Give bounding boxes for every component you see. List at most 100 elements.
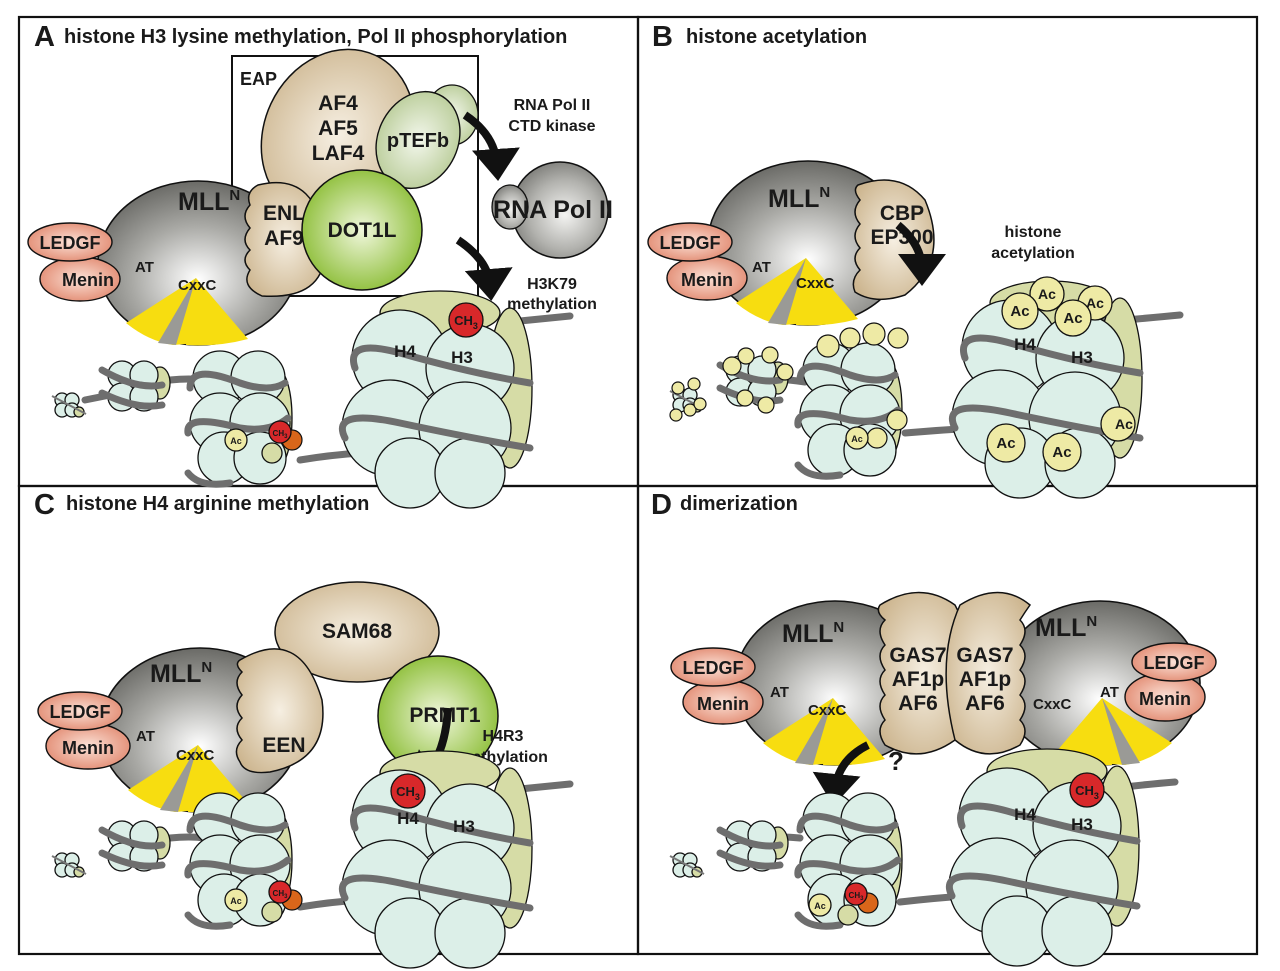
- panel-a: A histone H3 lysine methylation, Pol II …: [27, 21, 613, 508]
- cbp-label: CBP: [880, 202, 924, 225]
- ac-mark-label: Ac: [230, 436, 242, 446]
- acetylation-annotation-line1: histone: [1005, 224, 1062, 241]
- h3k79-annotation-line2: methylation: [507, 296, 597, 313]
- panel-d-title: dimerization: [680, 493, 798, 515]
- dot1l-protein: [301, 169, 423, 291]
- panel-d: D dimerization GAS7 AF1p AF6 GAS7 AF1p A…: [651, 489, 1217, 966]
- mll-label: MLLN: [178, 187, 240, 216]
- question-mark: ?: [888, 746, 904, 776]
- ch3-mark-small-c: CH3: [273, 889, 289, 900]
- panel-b: B histone acetylation CBP EP300 MLLN AT …: [647, 21, 1184, 498]
- af6-label-right: AF6: [965, 692, 1005, 715]
- eap-label: EAP: [240, 69, 277, 89]
- enl-label: ENL: [263, 202, 305, 225]
- ledgf-protein-c: [37, 691, 123, 731]
- dimerization-arrow: [812, 741, 870, 806]
- panel-d-letter: D: [651, 489, 672, 521]
- cxxc-domain-label-c: CxxC: [176, 747, 215, 764]
- chromatin-fiber: Ac CH3 CH3 H4 H3: [51, 291, 574, 508]
- dot1l-label: DOT1L: [328, 219, 397, 242]
- ac-mark-small-c: Ac: [230, 896, 242, 906]
- gas7-protein-right: [945, 591, 1032, 755]
- gas7-label-right: GAS7: [956, 644, 1013, 667]
- ctd-kinase-arrow: [462, 111, 520, 181]
- ledgf-protein-d-right: [1131, 642, 1217, 682]
- h3-label: H3: [451, 348, 473, 367]
- h4-label-c: H4: [397, 809, 419, 828]
- ctd-kinase-annotation-line2: CTD kinase: [508, 118, 595, 135]
- mll-label-b: MLLN: [768, 184, 830, 213]
- h3-label-d: H3: [1071, 815, 1093, 834]
- svg-text:Ac: Ac: [1115, 416, 1133, 432]
- ch3-mark-label-d: CH3: [1075, 783, 1099, 801]
- ledgf-label-d-right: LEDGF: [1144, 653, 1205, 673]
- mll-label-d-left: MLLN: [782, 619, 844, 648]
- panel-d-border: [636, 484, 1259, 956]
- ch3-mark-c: [390, 773, 426, 809]
- gas7-label-left: GAS7: [889, 644, 946, 667]
- rna-pol-ii-ctd: [491, 184, 529, 230]
- ptefb-label: pTEFb: [387, 130, 449, 152]
- ch3-mark-label-c: CH3: [396, 784, 420, 802]
- een-protein: [235, 648, 324, 774]
- ledgf-protein: [27, 222, 113, 262]
- laf4-label: LAF4: [312, 142, 365, 165]
- ledgf-protein-d-left: [670, 647, 756, 687]
- af5-label: AF5: [318, 117, 358, 140]
- een-label: EEN: [262, 734, 305, 757]
- ledgf-protein-b: [647, 222, 733, 262]
- af1p-label-left: AF1p: [892, 668, 945, 691]
- menin-label-d-right: Menin: [1139, 689, 1191, 709]
- mll-label-d-right: MLLN: [1035, 613, 1097, 642]
- panel-c-title: histone H4 arginine methylation: [66, 493, 369, 515]
- at-domain-label-c: AT: [136, 728, 155, 745]
- h4-label-b: H4: [1014, 335, 1036, 354]
- svg-text:Ac: Ac: [996, 435, 1015, 452]
- ch3-mark-small-label: CH3: [273, 429, 289, 440]
- acetylation-annotation-line2: acetylation: [991, 245, 1075, 262]
- sam68-protein: [274, 581, 440, 683]
- h3k79-arrow: [455, 236, 513, 301]
- af6-label-left: AF6: [898, 692, 938, 715]
- cxxc-domain-label-d-right: CxxC: [1033, 696, 1072, 713]
- ch3-mark-label: CH3: [454, 313, 478, 331]
- rna-pol-ii-label: RNA Pol II: [493, 196, 613, 224]
- at-domain-label-b: AT: [752, 259, 771, 276]
- af9-label: AF9: [264, 227, 304, 250]
- cxxc-domain-label-b: CxxC: [796, 275, 835, 292]
- chromatin-fiber-d: Ac CH3 CH3 H4 H3: [669, 749, 1179, 966]
- chromatin-fiber-b: Ac Ac Ac Ac Ac Ac Ac Ac H4 H3: [669, 276, 1184, 498]
- panel-c: C histone H4 arginine methylation SAM68 …: [34, 489, 574, 968]
- chromatin-fiber-c: Ac CH3 CH3 H4 H3: [51, 751, 574, 968]
- menin-label-d-left: Menin: [697, 694, 749, 714]
- ledgf-label-b: LEDGF: [660, 233, 721, 253]
- ledgf-label: LEDGF: [40, 233, 101, 253]
- panel-a-letter: A: [34, 21, 55, 53]
- panel-b-letter: B: [652, 21, 673, 53]
- af1p-label-right: AF1p: [959, 668, 1012, 691]
- h4r3-annotation-line1: H4R3: [483, 728, 524, 745]
- ch3-mark-d: [1069, 772, 1105, 808]
- mll-label-c: MLLN: [150, 659, 212, 688]
- panel-c-letter: C: [34, 489, 55, 521]
- menin-label-b: Menin: [681, 270, 733, 290]
- cxxc-domain-label-d-left: CxxC: [808, 702, 847, 719]
- panel-a-title: histone H3 lysine methylation, Pol II ph…: [64, 26, 567, 48]
- h3-label-b: H3: [1071, 348, 1093, 367]
- h3-label-c: H3: [453, 817, 475, 836]
- ac-mark-small-b: Ac: [851, 434, 863, 444]
- at-domain-label: AT: [135, 259, 154, 276]
- sam68-label: SAM68: [322, 620, 392, 643]
- panel-b-title: histone acetylation: [686, 26, 867, 48]
- ledgf-label-c: LEDGF: [50, 702, 111, 722]
- acetyl-marks: Ac Ac Ac Ac Ac Ac Ac: [986, 276, 1136, 472]
- ctd-kinase-annotation-line1: RNA Pol II: [514, 97, 591, 114]
- cxxc-domain-label: CxxC: [178, 277, 217, 294]
- ac-mark-small-d: Ac: [814, 901, 826, 911]
- ch3-mark: [448, 302, 484, 338]
- at-domain-label-d-right: AT: [1100, 684, 1119, 701]
- acetylation-arrow: [895, 221, 946, 286]
- af4-label: AF4: [318, 92, 358, 115]
- svg-text:Ac: Ac: [1052, 444, 1071, 461]
